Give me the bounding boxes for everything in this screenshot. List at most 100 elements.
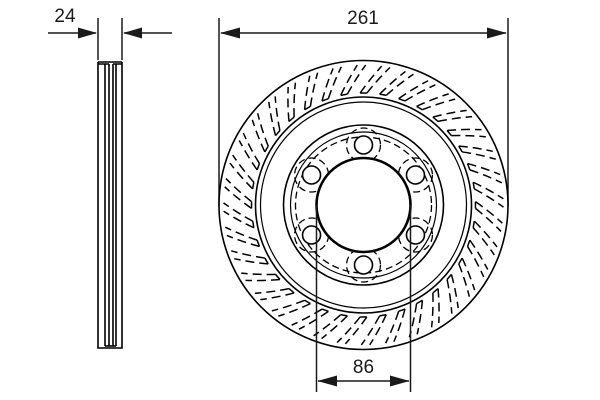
cooling-vane	[359, 65, 383, 94]
bolt-hole	[301, 225, 322, 245]
cooling-vane	[385, 73, 414, 96]
thickness-arrow-left	[78, 27, 97, 39]
cooling-vane-end	[321, 308, 329, 313]
bolt-hole-fill	[354, 136, 373, 154]
cooling-vane-end	[304, 105, 311, 111]
cooling-vane-end	[446, 129, 452, 137]
thickness-dimension-label: 24	[54, 6, 76, 27]
hat-transition-edge	[259, 101, 468, 309]
cooling-vane-end	[416, 105, 423, 111]
cooling-vane	[241, 272, 276, 276]
cooling-vane	[256, 113, 269, 147]
cooling-vane	[293, 82, 297, 118]
cooling-vane	[260, 292, 295, 301]
cooling-vane	[291, 308, 323, 326]
cooling-vane-end	[251, 182, 255, 189]
cooling-vane	[461, 257, 476, 291]
cooling-vane-end	[275, 129, 281, 137]
cooling-vane	[229, 162, 254, 190]
front-view-group	[218, 59, 509, 351]
cooling-vane	[298, 310, 329, 330]
cooling-vane	[472, 227, 495, 256]
bolt-hole	[301, 165, 322, 185]
cooling-vane-end	[304, 299, 311, 305]
cooling-vane	[447, 128, 482, 132]
bolt-hole	[353, 255, 374, 275]
cooling-vane	[327, 66, 342, 99]
bolt-hole	[353, 135, 374, 155]
cooling-vane-end	[432, 116, 439, 122]
cooling-vane	[458, 145, 493, 153]
centre-bore-dimension-group: 86	[315, 205, 412, 392]
cooling-vane	[223, 210, 255, 229]
cooling-vane-end	[416, 299, 423, 305]
bolt-boss-hidden-outline	[397, 157, 434, 193]
cooling-vane	[225, 178, 253, 203]
cooling-vane	[446, 279, 453, 314]
cooling-vane	[360, 315, 381, 346]
cooling-vane	[336, 316, 361, 344]
cooling-vane	[303, 75, 311, 110]
cooling-vane	[416, 300, 424, 335]
outer-diameter-label: 261	[347, 8, 379, 29]
cooling-vane	[437, 288, 440, 324]
bolt-hole	[405, 225, 426, 245]
cooling-vane	[416, 93, 449, 108]
cooling-vane	[231, 250, 265, 259]
cooling-vane-end	[264, 257, 269, 265]
cooling-vane	[268, 101, 277, 136]
cooling-vane	[475, 201, 503, 224]
cooling-vane	[226, 234, 260, 248]
bolt-hole-fill	[354, 256, 373, 274]
cooling-vane	[344, 316, 368, 345]
cooling-vane	[469, 239, 489, 270]
cooling-vane-end	[256, 163, 261, 171]
side-view-body-fill	[98, 62, 122, 348]
bolt-hole-fill	[406, 166, 425, 184]
cooling-vane-end	[379, 313, 387, 317]
cooling-vane	[223, 202, 254, 222]
cooling-vane-end	[251, 221, 255, 228]
cooling-vane	[379, 70, 406, 95]
cooling-vane-end	[379, 93, 387, 97]
cooling-vane	[309, 72, 319, 107]
side-view-group: 24	[48, 6, 172, 349]
cooling-vane-end	[432, 288, 439, 294]
cooling-vane	[366, 66, 391, 94]
cooling-vane	[467, 162, 501, 176]
side-view-outer-profile	[97, 62, 123, 349]
disc-outer-edge	[218, 59, 509, 351]
cooling-vane	[340, 64, 358, 96]
cooling-vane-end	[458, 145, 463, 153]
cooling-vane	[278, 302, 311, 317]
bolt-hole	[405, 165, 426, 185]
hat-inner-edge	[289, 131, 438, 279]
cooling-vane	[254, 287, 290, 295]
outer-diameter-arrow-left	[220, 27, 240, 39]
cooling-vane	[473, 220, 498, 248]
cooling-vane	[451, 134, 486, 138]
cooling-vane	[321, 315, 348, 340]
cooling-vane	[234, 257, 269, 265]
cooling-vane-end	[446, 273, 452, 281]
cooling-vane	[224, 186, 252, 209]
thickness-arrow-right	[123, 27, 142, 39]
friction-ring-inner-edge	[254, 96, 473, 314]
cooling-vane-end	[398, 97, 406, 102]
cooling-vane	[245, 278, 280, 282]
cooling-vane	[422, 98, 456, 111]
cooling-vane	[346, 64, 367, 95]
cooling-vane-end	[340, 313, 348, 317]
cooling-vane-end	[398, 308, 406, 313]
cooling-vane	[232, 154, 255, 183]
centre-bore-fill	[316, 158, 411, 252]
cooling-vane	[450, 274, 459, 309]
outer-diameter-arrow-right	[487, 27, 507, 39]
centre-bore-arrow-right	[390, 375, 410, 387]
cooling-vane	[287, 86, 290, 122]
cooling-vane	[393, 308, 406, 342]
cooling-vane-end	[466, 163, 471, 171]
bolt-boss-hidden-outline	[397, 217, 434, 253]
